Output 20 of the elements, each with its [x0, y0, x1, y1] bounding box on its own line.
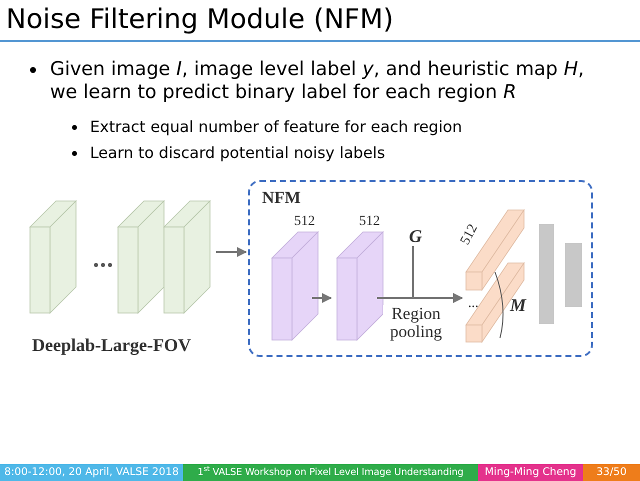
module-name: Deeplab-Large-FOV: [32, 335, 191, 356]
footer-cell: 33/50: [583, 464, 640, 481]
footer-cell: Ming-Ming Cheng: [478, 464, 583, 481]
channel-count: 512: [359, 214, 380, 230]
bullet-text: Extract equal number of feature for each region: [90, 118, 462, 136]
channel-count: 512: [294, 214, 315, 230]
footer-cell: 8:00-12:00, 20 April, VALSE 2018: [0, 464, 183, 481]
bullet-text: Given image I, image level label y, and heuristic map H, we learn to predict binary label for each region R: [50, 58, 584, 103]
channel-count: 512: [458, 222, 482, 248]
footer-cell: 1$^{st}$ VALSE Workshop on Pixel Level Image Understanding: [183, 464, 478, 481]
arrow: [216, 247, 247, 257]
variable-symbol: G: [409, 226, 422, 247]
variable-symbol: M: [510, 295, 526, 316]
slide-title: Noise Filtering Module (NFM): [6, 4, 394, 35]
module-title: NFM: [262, 188, 301, 208]
module-box: [248, 180, 593, 357]
ellipsis-text: ...: [468, 296, 478, 312]
bullet-text: Learn to discard potential noisy labels: [90, 144, 386, 162]
arrow: [312, 293, 332, 303]
arrow: [412, 246, 463, 303]
